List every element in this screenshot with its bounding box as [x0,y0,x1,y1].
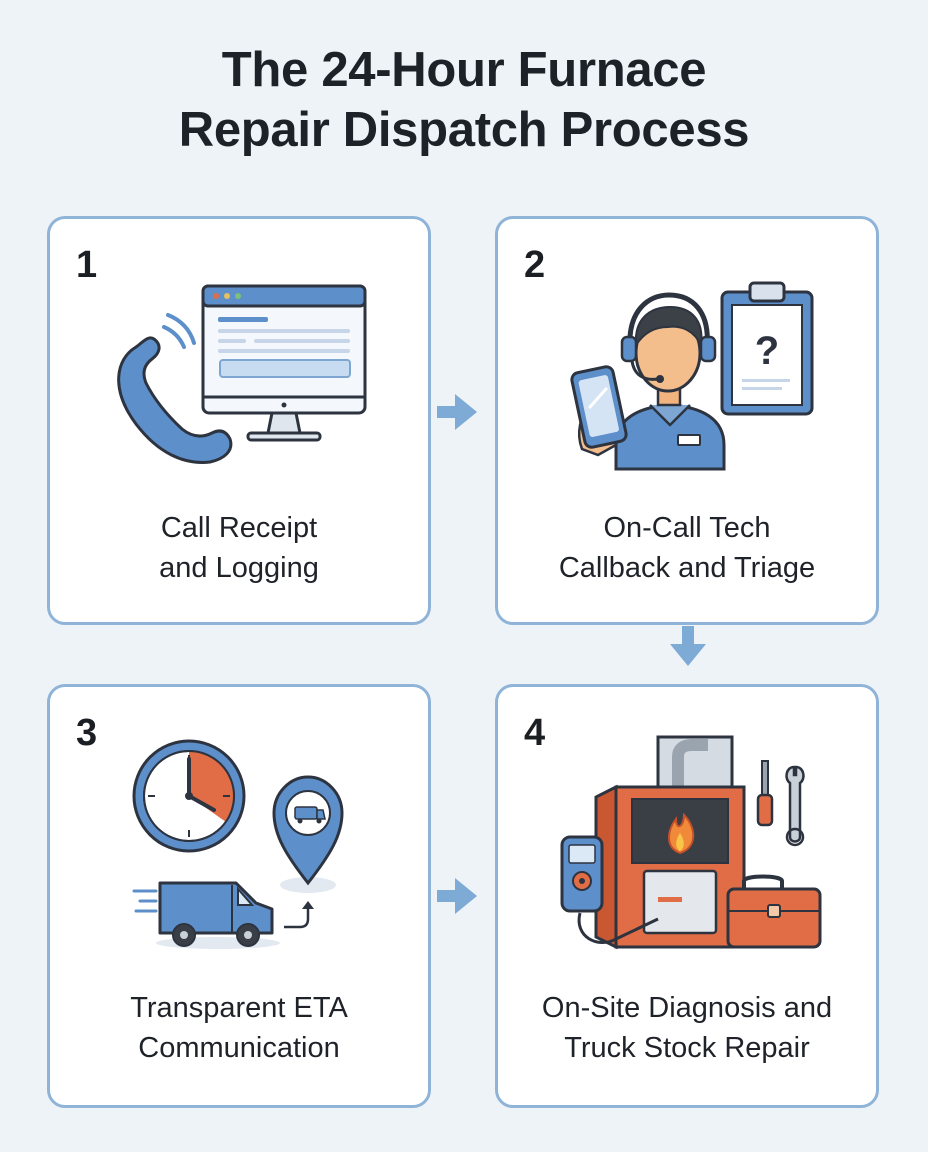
step-4-illustration [560,735,822,950]
step-3-illustration [132,739,344,949]
computer-monitor-icon [201,284,367,442]
step-number: 2 [524,244,546,286]
screwdriver-wrench-icon [756,760,805,847]
title-line-1: The 24-Hour Furnace [221,43,707,97]
arrow-right-icon [437,394,477,430]
arrow-down-icon [670,626,706,666]
technician-headset-icon [614,292,726,471]
delivery-van-icon [132,881,280,949]
step-card-1: 1 Call Receipt and Logging [47,216,431,625]
arrow-right-icon [437,878,477,914]
step-number: 1 [76,244,98,286]
furnace-icon [594,735,746,950]
map-pin-van-icon [272,775,344,893]
svg-text:?: ? [755,329,779,373]
clock-icon [132,739,246,853]
step-card-4: 4 [495,684,879,1108]
page-title: The 24-Hour Furnace Repair Dispatch Proc… [0,40,928,160]
step-label-line-2: Truck Stock Repair [564,1032,810,1064]
step-label-line-1: Call Receipt [160,512,318,544]
step-label: Transparent ETA Communication [50,988,428,1068]
step-1-illustration [117,284,367,464]
title-line-2: Repair Dispatch Process [178,103,750,157]
toolbox-icon [726,874,822,949]
step-label-line-2: and Logging [159,552,319,584]
step-label-line-1: On-Site Diagnosis and [541,992,833,1024]
step-label-line-1: On-Call Tech [603,512,771,544]
step-card-3: 3 [47,684,431,1108]
step-label: On-Call Tech Callback and Triage [498,508,876,588]
multimeter-icon [560,835,659,945]
step-label: On-Site Diagnosis and Truck Stock Repair [498,988,876,1068]
step-label: Call Receipt and Logging [50,508,428,588]
step-number: 3 [76,712,98,754]
step-label-line-2: Communication [138,1032,340,1064]
clipboard-question-icon: ? [720,281,814,416]
step-card-2: 2 ? [495,216,879,625]
step-label-line-2: Callback and Triage [558,552,816,584]
step-label-line-1: Transparent ETA [130,992,348,1024]
step-number: 4 [524,712,546,754]
step-2-illustration: ? [570,281,814,471]
smartphone-icon [570,365,628,457]
phone-icon [117,313,233,464]
